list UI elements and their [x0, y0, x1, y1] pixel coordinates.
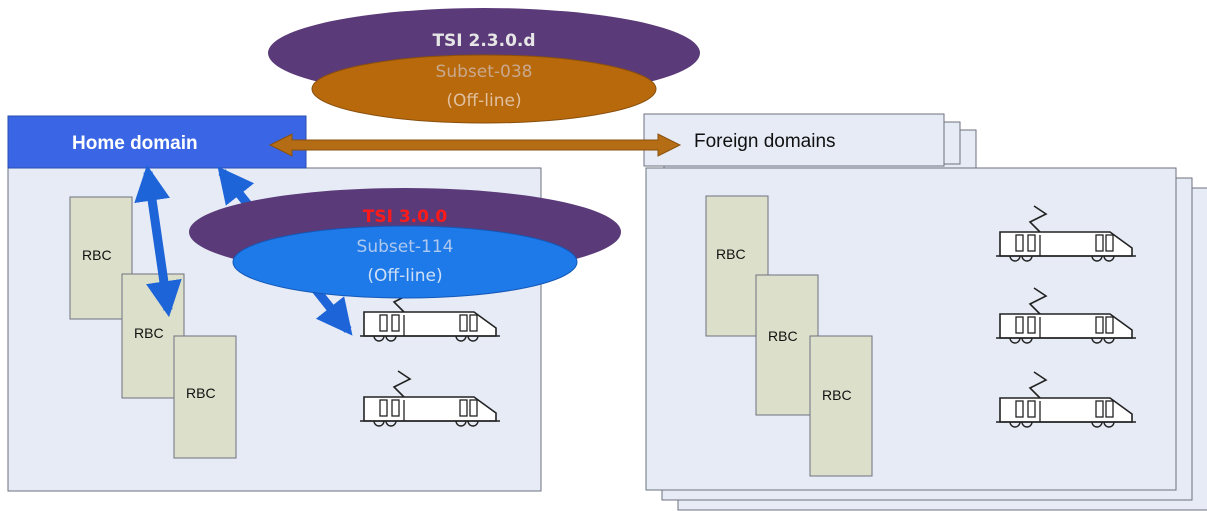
domain-exchange-arrow — [268, 133, 682, 157]
foreign-rbc-label-2: RBC — [768, 328, 798, 344]
home-rbc-label-1: RBC — [82, 247, 112, 263]
foreign-rbc-box-2 — [755, 274, 819, 416]
foreign-rbc-box-3 — [809, 335, 873, 477]
home-rbc-label-2: RBC — [134, 325, 164, 341]
tsi-2-3-0-d-label: TSI 2.3.0.d — [432, 31, 535, 51]
home-domain-panel: Home domain RBC RBC RBC — [7, 115, 542, 492]
subset-114-mode-label: (Off-line) — [367, 266, 442, 286]
foreign-domains-panel: Foreign domains RBC RBC RBC — [643, 113, 1207, 511]
tsi-3-0-0-ellipse-group: TSI 3.0.0 Subset-114 (Off-line) — [189, 188, 621, 299]
home-to-rbc-arrow — [134, 164, 182, 318]
subset-038-ellipse — [311, 54, 657, 124]
subset-114-ellipse — [232, 225, 578, 299]
tsi-3-0-0-label: TSI 3.0.0 — [363, 207, 448, 227]
foreign-domains-title: Foreign domains — [694, 131, 836, 152]
home-rbc-box-3 — [173, 335, 237, 459]
subset-038-mode-label: (Off-line) — [446, 91, 521, 111]
foreign-rbc-label-3: RBC — [822, 387, 852, 403]
subset-114-label: Subset-114 — [357, 237, 454, 257]
home-foreign-arrow — [268, 133, 682, 157]
home-domain-title: Home domain — [72, 133, 198, 154]
foreign-domains-header — [643, 113, 945, 167]
tsi-2-3-0-d-ellipse-group: TSI 2.3.0.d Subset-038 (Off-line) — [268, 8, 700, 124]
home-rbc-label-3: RBC — [186, 385, 216, 401]
foreign-rbc-label-1: RBC — [716, 246, 746, 262]
subset-038-label: Subset-038 — [436, 62, 533, 82]
